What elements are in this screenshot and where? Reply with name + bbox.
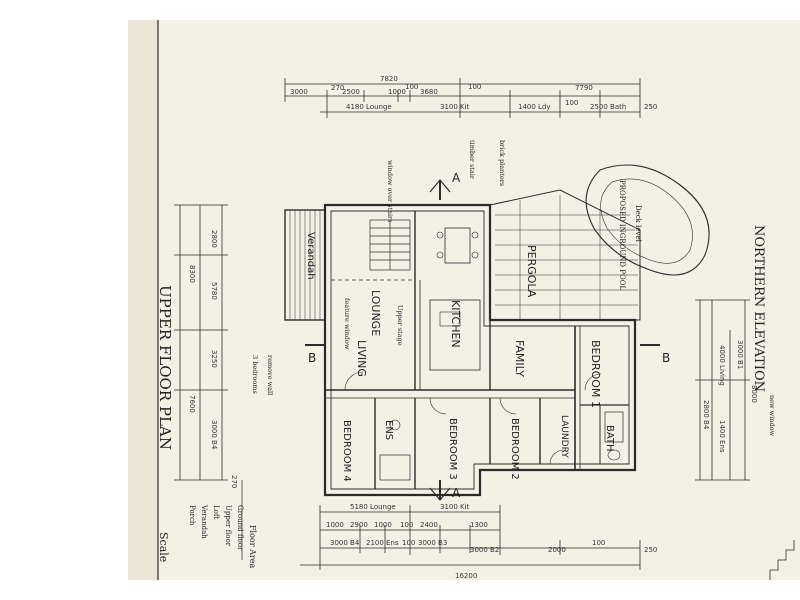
dim-right-1: 3000 B1 bbox=[736, 340, 744, 369]
dim-bottom-r2-1: 2900 bbox=[350, 521, 368, 529]
dim-bottom-r3-6: 100 bbox=[592, 539, 605, 547]
note-feature-window: feature window bbox=[343, 298, 351, 350]
room-bath: BATH bbox=[604, 425, 615, 452]
note-upper-stage: Upper stage bbox=[396, 305, 404, 346]
paper-edge-shadow bbox=[128, 20, 158, 580]
room-bedroom2: BEDROOM 2 bbox=[509, 418, 520, 480]
room-laundry: LAUNDRY bbox=[559, 415, 569, 458]
dim-bottom-r3-1: 2100 Ens bbox=[366, 539, 399, 547]
pergola bbox=[489, 189, 641, 321]
floor-area-line-4: Porch bbox=[188, 505, 196, 526]
bottom-dimension-lines bbox=[300, 505, 641, 570]
dim-left-2: 8300 bbox=[188, 265, 196, 283]
note-remove-wall: remove wall bbox=[266, 355, 274, 395]
floor-area-line-1: Upper floor bbox=[224, 505, 232, 547]
dim-bottom-r3-7: 250 bbox=[644, 546, 657, 554]
dim-right-0: 8000 bbox=[750, 385, 758, 403]
floor-area-title: Floor Area bbox=[248, 525, 257, 568]
dim-left-6: 270 bbox=[230, 475, 238, 488]
corner-step-mark bbox=[769, 540, 795, 580]
deck-label: Deck level bbox=[634, 205, 642, 243]
dim-bottom-r2-3: 100 bbox=[400, 521, 413, 529]
room-lounge: LOUNGE bbox=[369, 290, 382, 336]
dim-top-right: 7790 bbox=[575, 84, 593, 92]
pool-label: PROPOSED INGROUND POOL bbox=[618, 180, 626, 290]
room-living: LIVING bbox=[355, 340, 368, 377]
dim-bottom-r3-2: 100 bbox=[402, 539, 415, 547]
room-bedroom4: BEDROOM 4 bbox=[341, 420, 352, 482]
room-kitchen: KITCHEN bbox=[449, 300, 462, 348]
room-family: FAMILY bbox=[513, 340, 526, 377]
note-new-window: new window bbox=[768, 395, 776, 437]
plan-title: UPPER FLOOR PLAN bbox=[156, 285, 174, 450]
section-mark-a-top: A bbox=[452, 171, 461, 185]
dim-bottom-r2-2: 1000 bbox=[374, 521, 392, 529]
building-walls bbox=[323, 203, 637, 497]
dim-left-0: 2800 bbox=[210, 230, 218, 248]
dim-bottom-r1-1: 3100 Kit bbox=[440, 503, 470, 511]
section-mark-b-left: B bbox=[308, 351, 316, 365]
dim-bottom-r3-3: 3000 B3 bbox=[418, 539, 447, 547]
floor-area-line-3: Verandah bbox=[200, 504, 208, 539]
note-3-bedrooms: 3 bedrooms bbox=[251, 355, 259, 394]
dim-top-r2-3: 100 bbox=[565, 99, 578, 107]
section-mark-a-bottom: A bbox=[452, 486, 461, 500]
dim-left-1: 5780 bbox=[210, 282, 218, 300]
dim-top-r2-0: 4180 Lounge bbox=[346, 103, 392, 111]
dim-bottom-overall: 16200 bbox=[455, 572, 477, 580]
dim-bottom-r2-5: 1300 bbox=[470, 521, 488, 529]
dim-top-r2-1: 3100 Kit bbox=[440, 103, 470, 111]
top-dimension-lines bbox=[284, 78, 641, 118]
dim-right-4: 1400 Ens bbox=[718, 420, 726, 453]
room-verandah: Verandah bbox=[305, 232, 316, 280]
elevation-title: NORTHERN ELEVATION bbox=[751, 225, 766, 392]
room-bedroom3: BEDROOM 3 bbox=[447, 418, 458, 480]
note-timber-stair: timber stair bbox=[468, 140, 476, 180]
note-window-over-stairs: window over stairs bbox=[386, 160, 394, 222]
dim-top-r2-2: 1400 Ldy bbox=[518, 103, 551, 111]
note-brick-planters: brick planters bbox=[498, 140, 506, 186]
pool bbox=[585, 164, 710, 276]
dim-bottom-r1-0: 5180 Lounge bbox=[350, 503, 396, 511]
dim-top-r1-3: 1000 bbox=[388, 88, 406, 96]
floor-area-line-0: Ground floor bbox=[236, 505, 244, 551]
dim-right-3: 2800 B4 bbox=[702, 400, 710, 430]
dim-right-2: 4000 Living bbox=[718, 345, 726, 386]
dim-bottom-r3-4: 3000 B2 bbox=[470, 546, 499, 554]
dim-top-r1-6: 100 bbox=[468, 83, 481, 91]
section-mark-b-right: B bbox=[662, 351, 670, 365]
dim-top-r1-5: 3680 bbox=[420, 88, 438, 96]
dim-top-r1-1: 270 bbox=[331, 84, 344, 92]
floor-area-line-2: Loft bbox=[212, 505, 220, 519]
dim-top-r1-2: 2500 bbox=[342, 88, 360, 96]
dim-left-3: 3250 bbox=[210, 350, 218, 368]
dim-left-4: 3000 B4 bbox=[210, 420, 218, 450]
dim-top-r1-4: 100 bbox=[405, 83, 418, 91]
dim-top-r1-0: 3000 bbox=[290, 88, 308, 96]
dim-bottom-r2-4: 2400 bbox=[420, 521, 438, 529]
room-bedroom1: BEDROOM 1 bbox=[589, 340, 602, 408]
verandah-deck bbox=[284, 209, 326, 321]
dim-bottom-r3-0: 3000 B4 bbox=[330, 539, 360, 547]
dim-left-5: 7600 bbox=[188, 395, 196, 413]
section-marks bbox=[305, 179, 660, 501]
dim-top-r2-5: 250 bbox=[644, 103, 657, 111]
dim-top-r2-4: 2500 Bath bbox=[590, 103, 626, 111]
dim-bottom-r2-0: 1000 bbox=[326, 521, 344, 529]
left-dimension-lines bbox=[174, 204, 228, 481]
scale-label: Scale bbox=[157, 532, 170, 562]
dim-bottom-r3-5: 2000 bbox=[548, 546, 566, 554]
room-ens: ENS bbox=[383, 420, 394, 440]
right-dimension-lines bbox=[695, 299, 750, 481]
room-pergola: PERGOLA bbox=[525, 245, 538, 298]
dim-top-overall: 7820 bbox=[380, 75, 398, 83]
